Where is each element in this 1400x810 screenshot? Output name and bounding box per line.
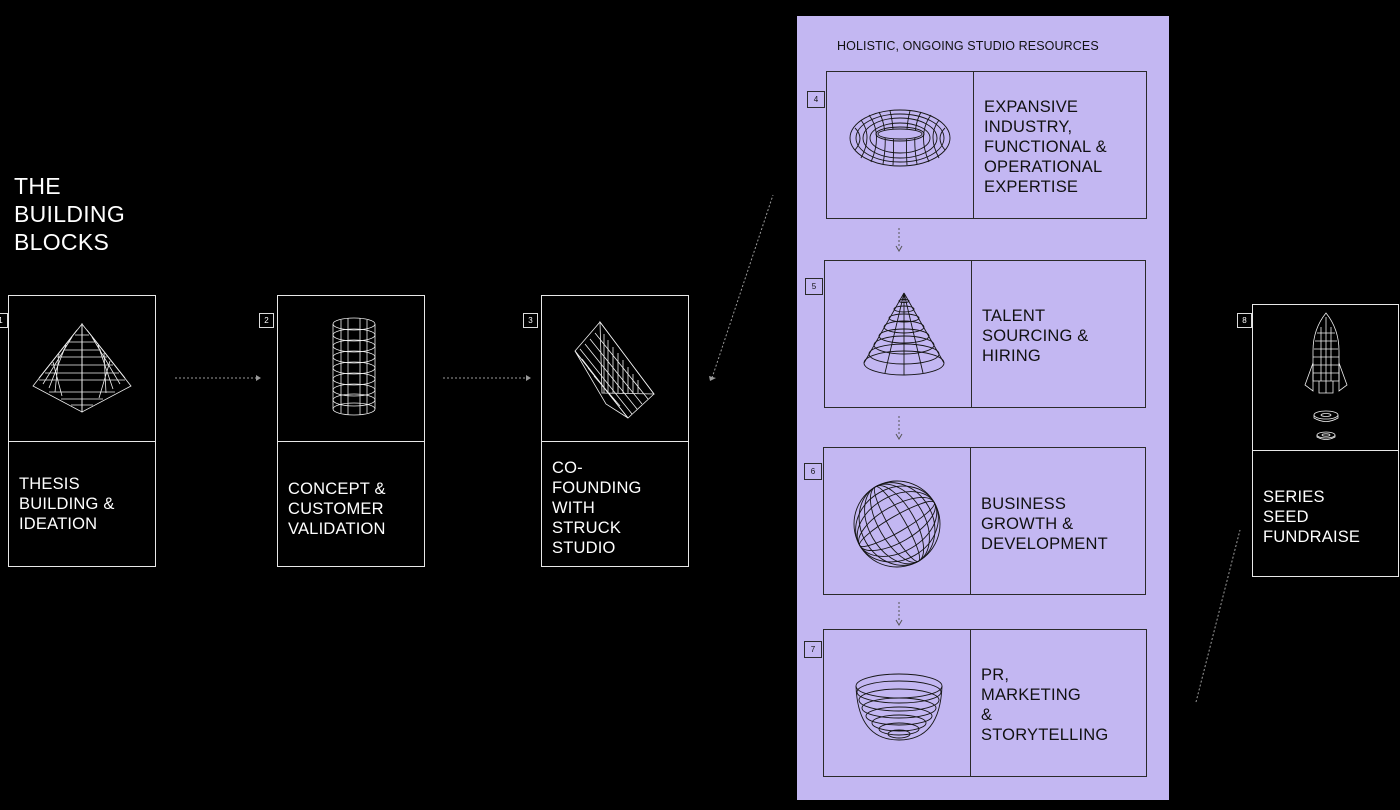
step-card-concept: CONCEPT & CUSTOMER VALIDATION — [277, 295, 425, 567]
torus-icon — [849, 109, 951, 167]
panel-heading: HOLISTIC, ONGOING STUDIO RESOURCES — [837, 39, 1099, 53]
arrowhead-icon — [709, 376, 716, 381]
step-art — [1253, 305, 1398, 451]
step-number-badge: 2 — [259, 313, 274, 328]
step-label: THESIS BUILDING & IDEATION — [19, 475, 115, 533]
step-label: CO- FOUNDING WITH STRUCK STUDIO — [552, 459, 642, 557]
resource-art — [824, 630, 971, 776]
step-art — [278, 296, 424, 442]
resource-card-expertise: EXPANSIVE INDUSTRY, FUNCTIONAL & OPERATI… — [826, 71, 1147, 219]
resource-art — [824, 448, 971, 594]
cone-icon — [863, 292, 945, 376]
step-label: CONCEPT & CUSTOMER VALIDATION — [288, 480, 386, 538]
cylinder-icon — [332, 317, 376, 416]
resource-art — [827, 72, 974, 218]
step-art — [542, 296, 688, 442]
rocket-icon — [1304, 312, 1348, 440]
step-number-badge: 1 — [0, 313, 8, 328]
title-line: BUILDING — [14, 201, 126, 227]
resource-label: BUSINESS GROWTH & DEVELOPMENT — [981, 495, 1108, 553]
step-card-thesis: THESIS BUILDING & IDEATION — [8, 295, 156, 567]
step-card-cofounding: CO- FOUNDING WITH STRUCK STUDIO — [541, 295, 689, 567]
down-arrow-icon — [895, 602, 903, 626]
resource-number-badge: 4 — [807, 91, 825, 108]
resource-label: TALENT SOURCING & HIRING — [982, 307, 1089, 365]
down-arrow-icon — [895, 228, 903, 252]
resource-card-talent: TALENT SOURCING & HIRING — [824, 260, 1146, 408]
resource-card-pr: PR, MARKETING & STORYTELLING — [823, 629, 1147, 777]
arrowhead-icon — [256, 375, 261, 381]
step-label: SERIES SEED FUNDRAISE — [1263, 488, 1361, 546]
bowl-icon — [855, 673, 943, 741]
page-title: THE BUILDING BLOCKS — [14, 172, 125, 256]
down-arrow-icon — [895, 416, 903, 440]
step-card-fundraise: SERIES SEED FUNDRAISE — [1252, 304, 1399, 577]
connector-panel-8 — [1195, 529, 1241, 703]
resource-number-badge: 5 — [805, 278, 823, 295]
resource-number-badge: 6 — [804, 463, 822, 480]
step-art — [9, 296, 155, 442]
arrowhead-icon — [526, 375, 531, 381]
wedge-icon — [574, 320, 655, 419]
resource-art — [825, 261, 972, 407]
resource-label: EXPANSIVE INDUSTRY, FUNCTIONAL & OPERATI… — [984, 98, 1107, 196]
resource-number-badge: 7 — [804, 641, 822, 658]
step-number-badge: 8 — [1237, 313, 1252, 328]
resource-card-business: BUSINESS GROWTH & DEVELOPMENT — [823, 447, 1146, 595]
step-number-badge: 3 — [523, 313, 538, 328]
studio-resources-panel: HOLISTIC, ONGOING STUDIO RESOURCES 4 EXP… — [797, 16, 1169, 800]
connector-3-panel — [711, 194, 774, 379]
sphere-icon — [853, 480, 941, 568]
resource-label: PR, MARKETING & STORYTELLING — [981, 666, 1109, 744]
title-line: THE — [14, 173, 61, 199]
pyramid-icon — [32, 322, 132, 413]
title-line: BLOCKS — [14, 229, 110, 255]
